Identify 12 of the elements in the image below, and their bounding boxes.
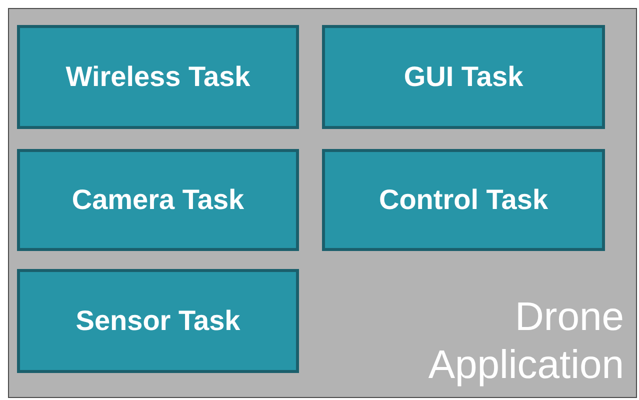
application-panel	[8, 8, 637, 398]
task-box	[17, 149, 299, 251]
panel-title: Drone Application	[427, 294, 624, 389]
task-box	[322, 25, 605, 129]
task-box	[322, 149, 605, 251]
task-box	[17, 269, 299, 373]
task-label: Camera Task	[72, 183, 244, 217]
task-label: GUI Task	[404, 60, 524, 94]
task-label: Wireless Task	[66, 60, 250, 94]
task-label: Control Task	[378, 183, 548, 217]
task-label: Sensor Task	[76, 304, 240, 338]
task-box	[17, 25, 299, 129]
